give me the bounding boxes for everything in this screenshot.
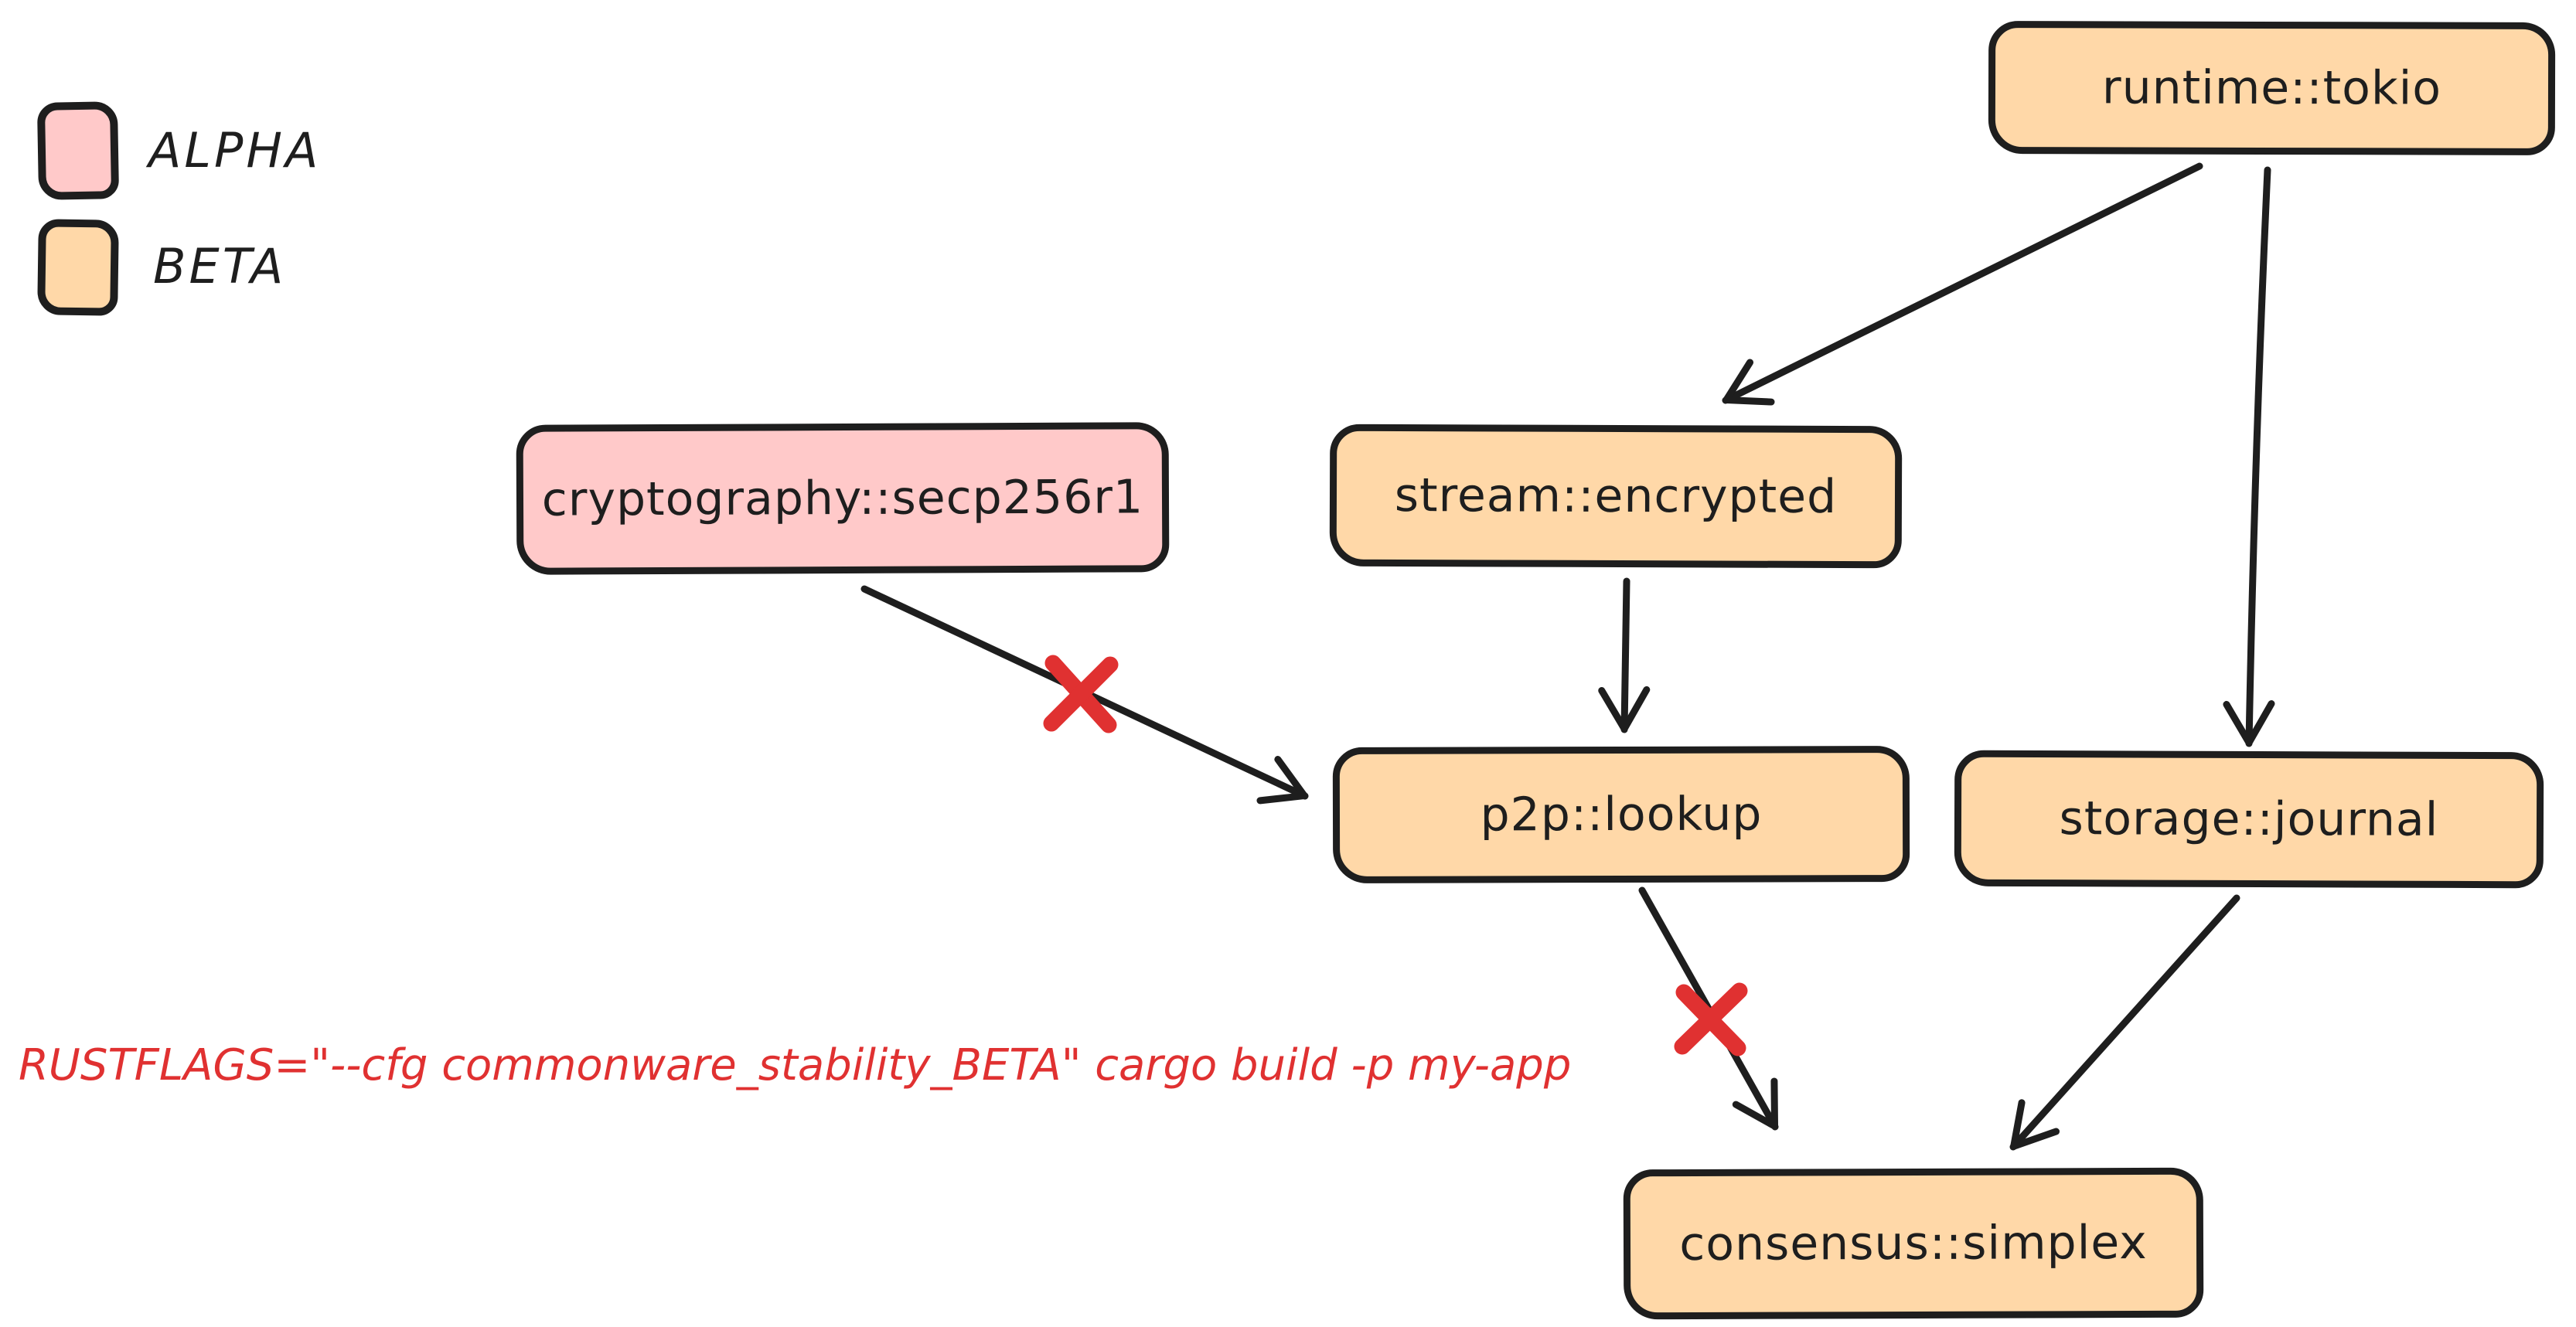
edge-runtime-tokio-to-storage-journal xyxy=(2223,166,2275,747)
edge-runtime-tokio-to-stream-encrypted xyxy=(1722,162,2203,406)
node-label: p2p::lookup xyxy=(1480,787,1763,842)
blocked-x-icon xyxy=(1674,982,1748,1056)
edge-stream-encrypted-to-p2p-lookup xyxy=(1598,577,1651,733)
node-stream-encrypted: stream::encrypted xyxy=(1329,424,1903,569)
node-runtime-tokio: runtime::tokio xyxy=(1988,21,2556,155)
node-label: stream::encrypted xyxy=(1394,468,1838,524)
node-label: runtime::tokio xyxy=(2101,60,2442,116)
node-label: cryptography::secp256r1 xyxy=(541,470,1144,527)
node-label: storage::journal xyxy=(2059,791,2439,847)
legend-beta-swatch xyxy=(37,219,119,316)
edge-storage-journal-to-consensus-simplex xyxy=(2009,894,2240,1151)
node-storage-journal: storage::journal xyxy=(1954,750,2544,889)
node-cryptography-secp256r1: cryptography::secp256r1 xyxy=(516,422,1170,575)
blocked-x-icon xyxy=(1043,655,1119,733)
legend-beta-label: BETA xyxy=(153,238,287,294)
node-p2p-lookup: p2p::lookup xyxy=(1332,746,1910,883)
node-label: consensus::simplex xyxy=(1679,1215,2148,1272)
node-consensus-simplex: consensus::simplex xyxy=(1623,1167,2204,1320)
build-command-text: RUSTFLAGS="--cfg commonware_stability_BE… xyxy=(19,1040,1572,1091)
legend-alpha-label: ALPHA xyxy=(148,122,322,179)
legend-alpha-swatch xyxy=(36,101,120,200)
